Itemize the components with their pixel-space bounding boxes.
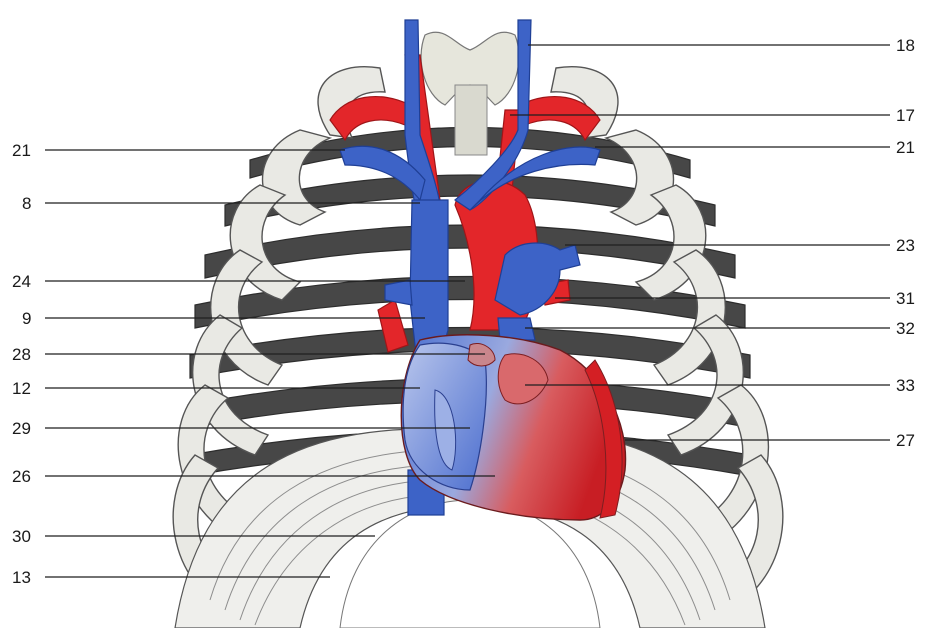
label-23: 23 [896, 236, 915, 255]
label-28: 28 [12, 345, 31, 364]
label-27: 27 [896, 431, 915, 450]
label-29: 29 [12, 419, 31, 438]
label-13: 13 [12, 568, 31, 587]
label-33: 33 [896, 376, 915, 395]
label-12: 12 [12, 379, 31, 398]
label-30: 30 [12, 527, 31, 546]
left-labels: 21 8 24 9 28 12 29 26 30 13 [12, 141, 31, 587]
label-21-left: 21 [12, 141, 31, 160]
label-24: 24 [12, 272, 31, 291]
label-18: 18 [896, 36, 915, 55]
label-21-right: 21 [896, 138, 915, 157]
right-labels: 18 17 21 23 31 32 33 27 [896, 36, 915, 450]
label-8: 8 [22, 194, 31, 213]
label-26: 26 [12, 467, 31, 486]
label-9: 9 [22, 309, 31, 328]
label-32: 32 [896, 319, 915, 338]
label-17: 17 [896, 106, 915, 125]
label-31: 31 [896, 289, 915, 308]
trachea [455, 85, 487, 155]
